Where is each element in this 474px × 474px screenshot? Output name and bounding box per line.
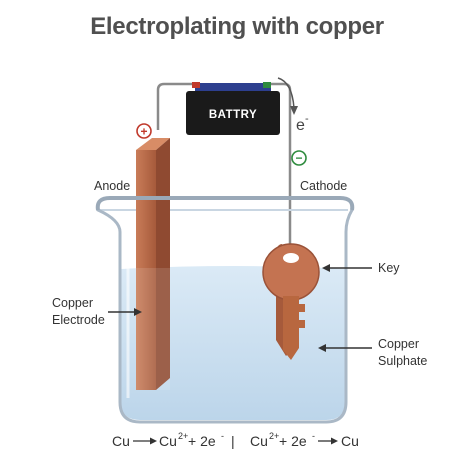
beaker bbox=[95, 196, 355, 424]
cathode-label: Cathode bbox=[300, 179, 347, 193]
anode-label: Anode bbox=[94, 179, 130, 193]
cathode-reactant-charge: 2+ bbox=[269, 431, 279, 441]
current-arrowhead bbox=[290, 106, 298, 115]
key-cathode bbox=[262, 243, 320, 360]
battery: BATTRY bbox=[186, 82, 280, 135]
diagram-title: Electroplating with copper bbox=[90, 13, 384, 40]
equation-separator: | bbox=[231, 433, 235, 449]
cathode-product: Cu bbox=[341, 433, 359, 449]
cathode-electron-charge: - bbox=[312, 431, 315, 441]
electron-symbol: e bbox=[296, 117, 305, 134]
cathode-reactant: Cu bbox=[250, 433, 268, 449]
anode-electrons: + 2e bbox=[188, 433, 216, 449]
anode-equation: Cu Cu 2+ + 2e - bbox=[112, 431, 224, 449]
anode-reactant: Cu bbox=[112, 433, 130, 449]
positive-terminal-icon: + bbox=[136, 123, 152, 139]
anode-electron-charge: - bbox=[221, 431, 224, 441]
electron-charge: - bbox=[305, 113, 309, 125]
copper-electrode-label-line1: Copper bbox=[52, 296, 93, 310]
cathode-equation: Cu 2+ + 2e - Cu bbox=[250, 431, 359, 449]
label-pointers bbox=[108, 264, 372, 352]
current-arrow bbox=[277, 77, 295, 109]
cathode-electrons: + 2e bbox=[279, 433, 307, 449]
copper-electrode-label-line2: Electrode bbox=[52, 313, 105, 327]
copper-sulphate-label-line1: Copper bbox=[378, 337, 419, 351]
key-label: Key bbox=[378, 261, 400, 275]
copper-sulphate-label-line2: Sulphate bbox=[378, 354, 427, 368]
negative-terminal-icon: − bbox=[291, 150, 307, 166]
positive-sign: + bbox=[140, 125, 147, 139]
negative-sign: − bbox=[295, 151, 302, 165]
anode-product-charge: 2+ bbox=[178, 431, 188, 441]
anode-product: Cu bbox=[159, 433, 177, 449]
anode-electrode bbox=[136, 138, 170, 390]
battery-label: BATTRY bbox=[209, 109, 257, 121]
